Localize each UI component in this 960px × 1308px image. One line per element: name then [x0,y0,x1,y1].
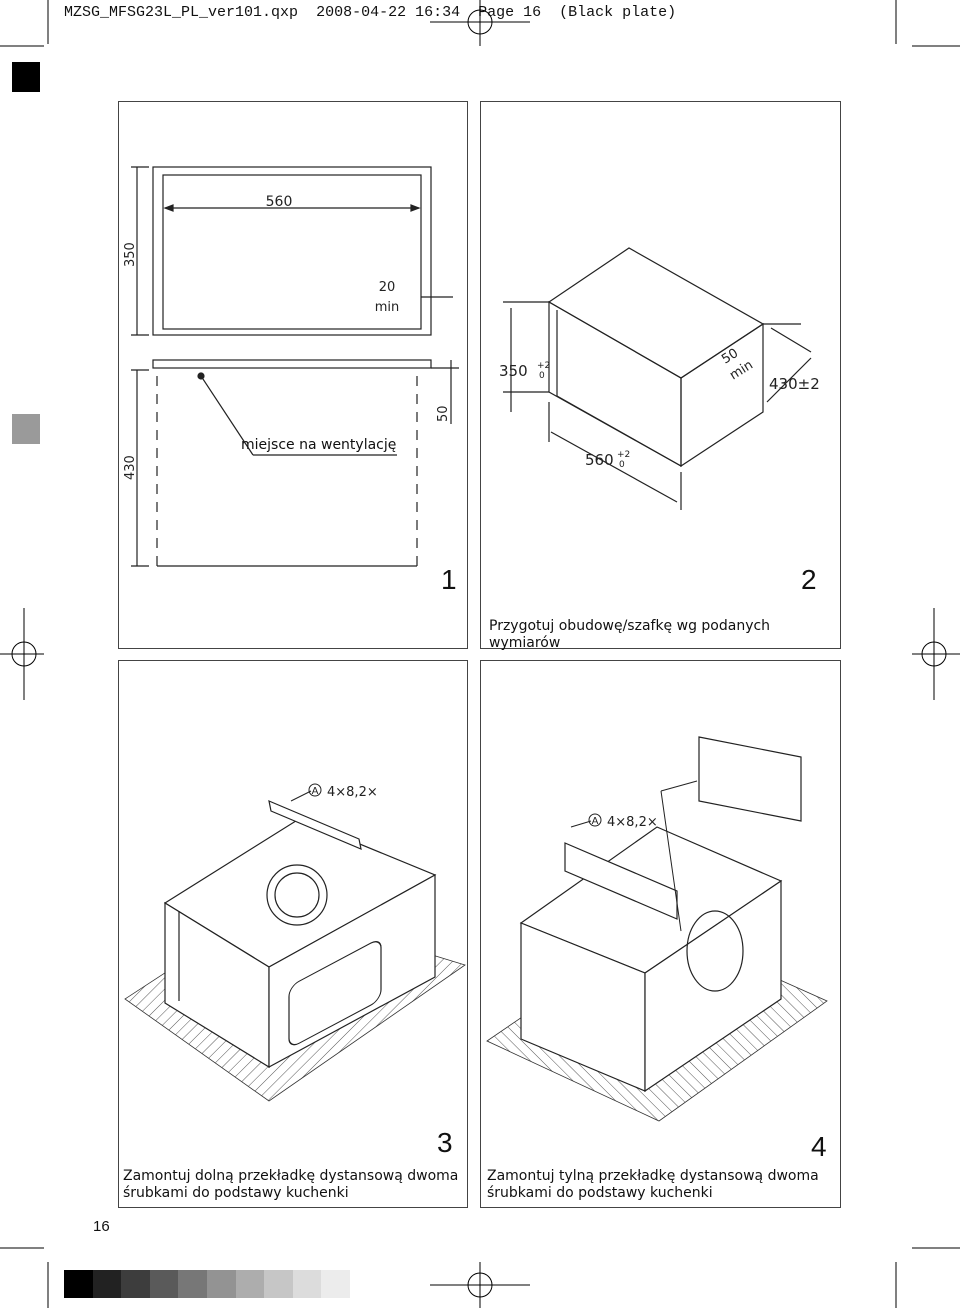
panel-3-caption-line-2: śrubkami do podstawy kuchenki [123,1185,349,1201]
gray-swatch-10 [321,1270,350,1298]
screw-a-label: A [312,786,319,797]
gray-swatch-7 [235,1270,265,1298]
dim-height-label: 350 [499,362,528,380]
gray-swatch-6 [206,1270,236,1298]
panel-4-caption-line-2: śrubkami do podstawy kuchenki [487,1185,713,1201]
panel-1-number: 1 [441,564,457,595]
cabinet-dimension-drawing: 560 350 20 min 430 50 miejsce na wentyla… [123,166,459,567]
panel-1-cabinet-front: 560 350 20 min 430 50 miejsce na wentyla… [118,101,468,649]
oven-bottom-drawing: A 4×8,2× [124,783,466,1102]
screw-spec: 4×8,2× [607,815,658,830]
panel-3-bottom-spacer: A 4×8,2× 3 Zamontuj dolną przekładkę dys… [118,660,468,1208]
tol-plus-width: +2 [617,450,630,460]
dim-gap-unit: min [375,300,400,315]
dim-width-label: 560 [585,451,614,469]
panel-2-caption: Przygotuj obudowę/szafkę wg podanych wym… [489,618,771,651]
black-registration-square [12,62,40,92]
dim-lower-gap-label: 50 [436,405,451,422]
dim-depth-label: 430±2 [769,375,820,393]
slug-time: 16:34 [415,4,461,21]
dim-gap-value: 50 [719,346,741,367]
panel-2-number: 2 [801,564,817,595]
tol-plus-height: +2 [537,361,550,371]
tol-zero-height: 0 [539,371,545,381]
vent-label: miejsce na wentylację [241,437,396,453]
print-slug: MZSG_MFSG23L_PL_ver101.qxp 2008-04-22 16… [64,4,676,21]
slug-page: Page 16 [478,4,542,21]
dim-gap-value: 20 [379,280,396,295]
slug-date: 2008-04-22 [316,4,407,21]
slug-file: MZSG_MFSG23L_PL_ver101.qxp [64,4,299,21]
gray-swatch-4 [149,1270,179,1298]
panel-2-cabinet-isometric: 350 +2 0 560 +2 0 430±2 50 min 2 Przygot… [480,101,841,651]
gray-swatch-8 [264,1270,293,1298]
panel-4-number: 4 [811,1131,827,1162]
dim-width-label: 560 [266,194,293,210]
page-number: 16 [93,1218,110,1235]
gray-registration-square [12,414,40,444]
cabinet-isometric-drawing: 350 +2 0 560 +2 0 430±2 50 min [499,247,820,510]
panel-4-rear-spacer: A 4×8,2× 4 Zamontuj tylną przekładkę dys… [480,660,841,1208]
panel-4-caption-line-1: Zamontuj tylną przekładkę dystansową dwo… [487,1168,819,1184]
panel-3-caption: Zamontuj dolną przekładkę dystansową dwo… [123,1168,458,1202]
tol-zero-width: 0 [619,460,625,470]
panel-4-caption: Zamontuj tylną przekładkę dystansową dwo… [487,1168,819,1202]
screw-a-label: A [592,816,599,827]
gray-swatch-3 [121,1270,150,1298]
gray-swatch-1 [64,1270,93,1298]
panel-3-number: 3 [437,1127,453,1158]
dim-height-label: 350 [123,242,138,267]
gray-swatch-2 [92,1270,122,1298]
dim-lower-height-label: 430 [123,455,138,480]
slug-plate: (Black plate) [559,4,677,21]
screw-spec: 4×8,2× [327,785,378,800]
gray-swatch-5 [178,1270,207,1298]
panel-3-caption-line-1: Zamontuj dolną przekładkę dystansową dwo… [123,1168,459,1184]
oven-rear-drawing: A 4×8,2× [486,736,828,1122]
gray-calibration-strip [64,1270,350,1298]
gray-swatch-9 [292,1270,322,1298]
